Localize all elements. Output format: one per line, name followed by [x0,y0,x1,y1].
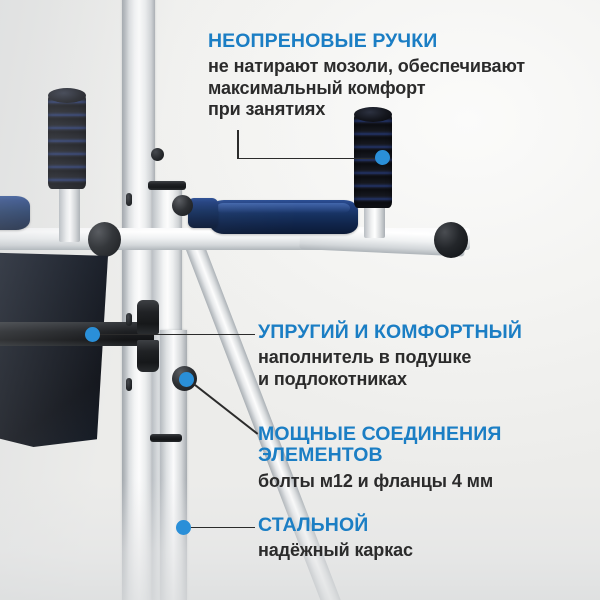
top-flange-plate [148,181,186,190]
frame-bracket-upper [137,300,159,334]
frame-bracket-lower [137,340,159,372]
callout-frame-body: надёжный каркас [258,540,413,560]
callout-padding: УПРУГИЙ И КОМФОРТНЫЙ наполнитель в подуш… [258,322,600,390]
backrest-pad [0,252,108,447]
callout-frame-heading: СТАЛЬНОЙ [258,514,369,536]
left-armrest-pad [0,196,30,230]
left-neoprene-grip [48,93,86,189]
callout-grips: НЕОПРЕНОВЫЕ РУЧКИ не натирают мозоли, об… [208,31,600,121]
bottom-flange-plate [150,434,182,442]
crossbar-end-cap-left [88,222,121,257]
padding-marker-dot[interactable] [85,327,100,342]
callout-frame: СТАЛЬНОЙ надёжный каркас [258,515,600,562]
post-bolt-mid [126,313,132,326]
leader-line-padding [97,333,255,336]
right-armrest-pad [188,198,218,228]
grip-marker-dot[interactable] [375,150,390,165]
left-grip-stem [59,180,80,242]
upper-bolt-knob [172,195,193,216]
callout-joints-heading: МОЩНЫЕ СОЕДИНЕНИЯ ЭЛЕМЕНТОВ [258,423,502,466]
floor-shadow [0,480,600,600]
leader-line-grips-vertical [237,130,239,159]
post-bolt-low [126,378,132,391]
frame-marker-dot[interactable] [176,520,191,535]
left-grip-end-cap [48,88,86,103]
seat-pad-highlight [216,203,350,213]
main-post-edge-shadow [122,0,129,600]
callout-grips-body: не натирают мозоли, обеспечивают максима… [208,56,526,119]
post-bolt-upper [151,148,164,161]
post-bolt-small [126,193,132,206]
leader-line-frame [191,526,255,529]
callout-padding-heading: УПРУГИЙ И КОМФОРТНЫЙ [258,321,522,343]
right-grip-end-cap [354,107,392,122]
callout-joints: МОЩНЫЕ СОЕДИНЕНИЯ ЭЛЕМЕНТОВ болты м12 и … [258,424,600,493]
crossbar-end-cap-right [434,222,468,258]
callout-joints-body: болты м12 и фланцы 4 мм [258,471,494,491]
callout-grips-heading: НЕОПРЕНОВЫЕ РУЧКИ [208,30,438,52]
leader-line-grips-horizontal [237,157,382,160]
joints-marker-dot[interactable] [179,372,194,387]
callout-padding-body: наполнитель в подушке и подлокотниках [258,347,472,389]
